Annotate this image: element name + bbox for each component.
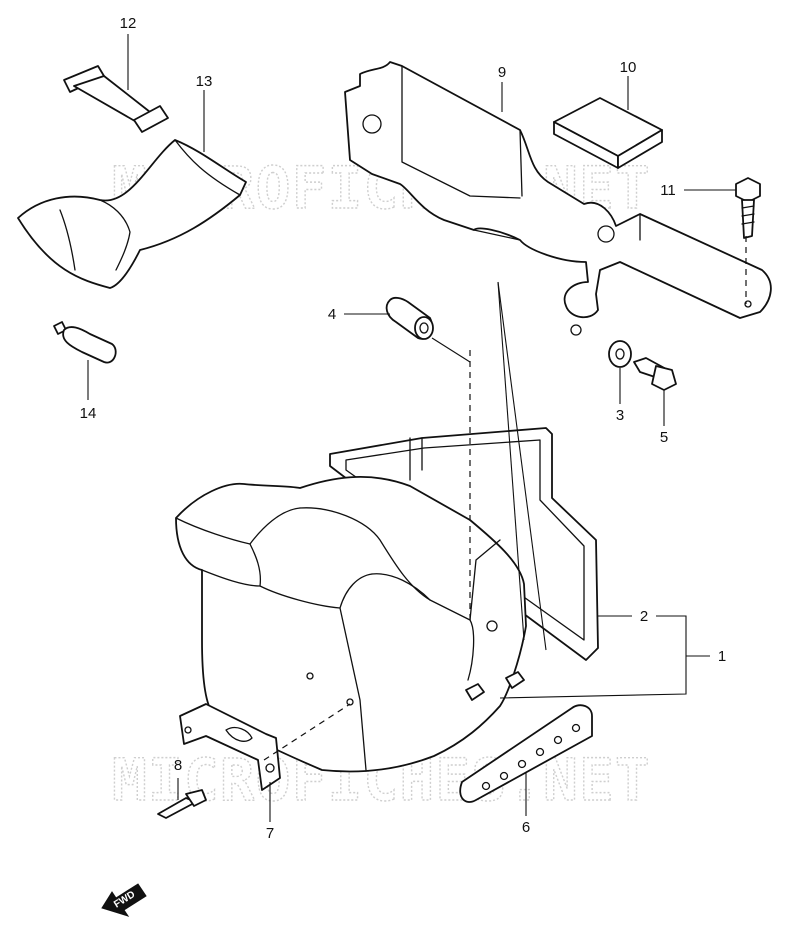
part-4-bushing	[385, 296, 434, 340]
fwd-arrow-icon: FWD	[101, 883, 147, 917]
part-8-pin	[157, 789, 207, 819]
callout-1: 1	[718, 648, 726, 665]
part-9-bracket	[344, 61, 772, 336]
part-10-pad	[553, 97, 663, 169]
callout-12: 12	[120, 15, 137, 32]
callout-7: 7	[266, 825, 274, 842]
part-3-washer	[608, 340, 632, 368]
callout-4: 4	[328, 306, 336, 323]
leader-lines	[87, 34, 736, 822]
callout-9: 9	[498, 64, 506, 81]
callout-13: 13	[196, 73, 213, 90]
part-7-bracket	[179, 703, 281, 791]
callout-numbers: 12 13 14 4 9 10 11 3 5 2 1 6 7 8	[80, 15, 727, 842]
callout-6: 6	[522, 819, 530, 836]
part-11-bolt	[735, 177, 761, 239]
callout-8: 8	[174, 757, 182, 774]
part-5-bolt	[633, 357, 677, 391]
part-13-cover	[17, 139, 247, 289]
callout-3: 3	[616, 407, 624, 424]
callout-14: 14	[80, 405, 97, 422]
callout-2: 2	[640, 608, 648, 625]
part-12-strap	[63, 65, 169, 133]
part-6-rail	[459, 704, 593, 803]
callout-11: 11	[660, 182, 676, 199]
hidden-lines	[263, 236, 747, 761]
callout-10: 10	[620, 59, 637, 76]
callout-5: 5	[660, 429, 668, 446]
part-14-grommet	[53, 321, 117, 364]
